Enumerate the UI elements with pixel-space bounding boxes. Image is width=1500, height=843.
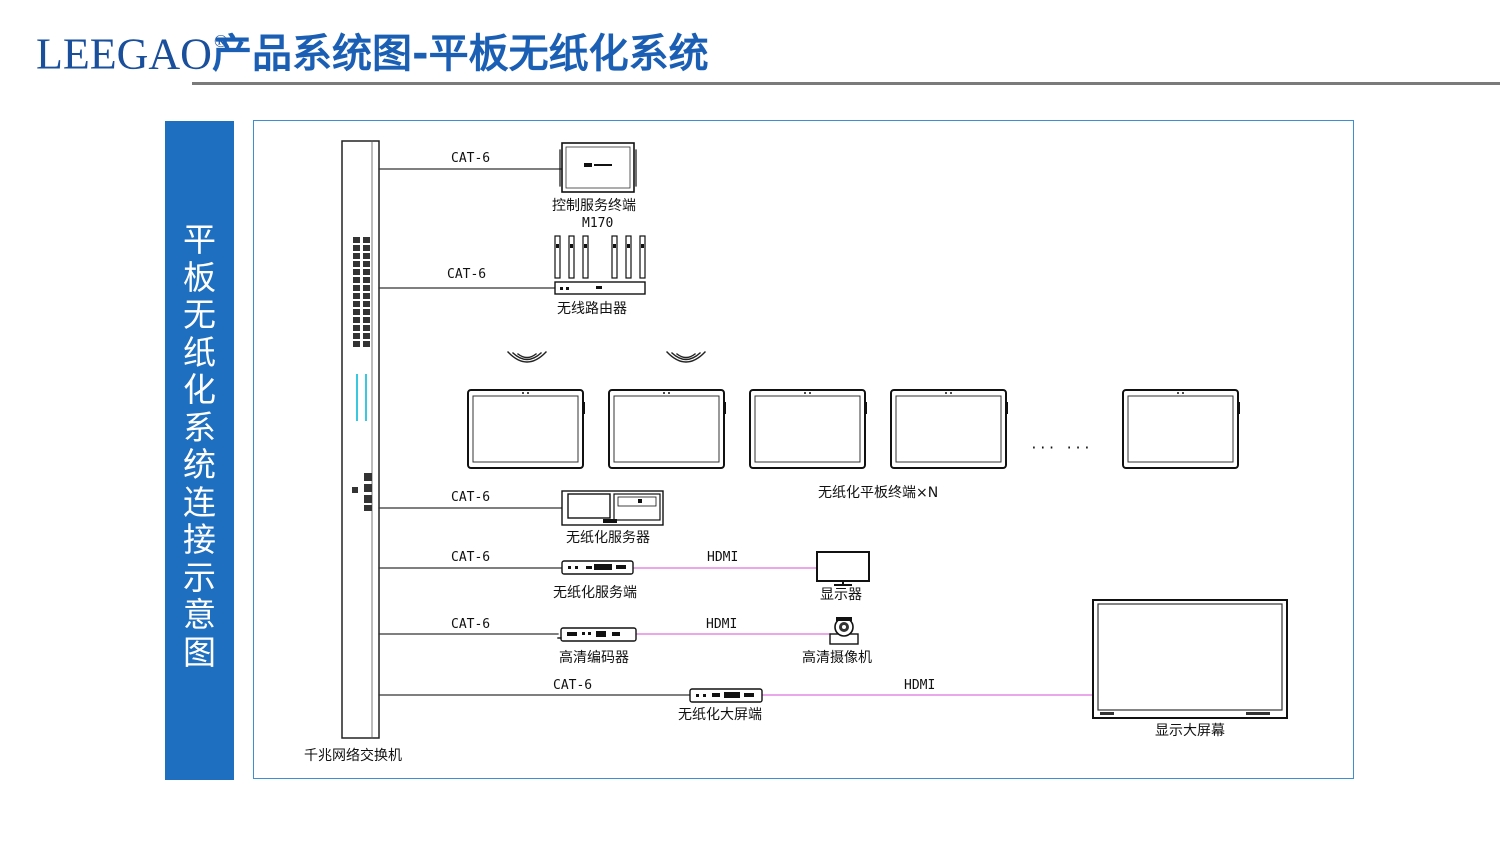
paperless-server-icon: [561, 490, 664, 526]
logo-text: LEEGAO: [36, 29, 212, 79]
camera-label: 高清摄像机: [802, 650, 872, 666]
switch-port: [363, 245, 370, 251]
side-title-char: 纸: [183, 332, 216, 372]
monitor-label: 显示器: [820, 587, 862, 603]
hdmi-label-bigscreen: HDMI: [904, 678, 936, 693]
switch-label: 千兆网络交换机: [304, 748, 402, 764]
side-title-char: 统: [183, 445, 216, 484]
link-label-router: CAT-6: [447, 267, 487, 282]
side-title-char: 化: [183, 370, 216, 409]
link-label-control: CAT-6: [451, 151, 491, 166]
registered-mark: ®: [213, 31, 228, 51]
big-display-label: 显示大屏幕: [1155, 723, 1225, 739]
side-vertical-title: 平板无纸化系统连接示意图: [165, 221, 234, 671]
tablet-icon: [1122, 389, 1240, 469]
switch-port: [363, 341, 370, 347]
hdmi-label-camera: HDMI: [706, 617, 738, 632]
switch-port: [353, 309, 360, 315]
brand-logo: LEEGAO®: [36, 22, 228, 80]
tablet-icon: [890, 389, 1008, 469]
tablet-ellipsis: ··· ···: [1030, 441, 1092, 456]
tablet-icon: [467, 389, 585, 469]
switch-port: [363, 285, 370, 291]
switch-port: [363, 301, 370, 307]
network-switch-icon: [341, 140, 380, 739]
side-title-char: 连: [183, 482, 216, 522]
monitor-icon: [816, 551, 870, 586]
paperless-server-label: 无纸化服务器: [566, 530, 650, 546]
service-end-label: 无纸化服务端: [553, 585, 637, 601]
side-title-char: 无: [183, 295, 216, 334]
switch-port: [363, 237, 370, 243]
side-title-char: 意: [183, 595, 216, 634]
bigscreen-end-box-icon: [689, 688, 763, 703]
switch-port: [363, 317, 370, 323]
bigscreen-end-label: 无纸化大屏端: [678, 707, 762, 723]
link-label-server: CAT-6: [451, 490, 491, 505]
side-title-char: 图: [183, 632, 216, 672]
switch-port: [353, 285, 360, 291]
hd-camera-icon: [829, 617, 859, 645]
switch-port: [353, 325, 360, 331]
control-terminal-label: 控制服务终端: [552, 198, 636, 214]
switch-port: [353, 317, 360, 323]
router-label: 无线路由器: [557, 301, 627, 317]
switch-port: [353, 293, 360, 299]
switch-port: [363, 293, 370, 299]
switch-port: [353, 301, 360, 307]
side-title-char: 接: [183, 520, 216, 559]
switch-port: [363, 253, 370, 259]
service-end-box-icon: [561, 560, 634, 575]
hdmi-links: [632, 567, 1095, 696]
control-terminal-model: M170: [582, 216, 614, 231]
control-terminal-icon: [559, 142, 637, 193]
switch-port: [363, 261, 370, 267]
encoder-label: 高清编码器: [559, 650, 629, 666]
tablet-terminals-label: 无纸化平板终端×N: [818, 485, 939, 501]
switch-port: [353, 237, 360, 243]
tablet-icon: [749, 389, 867, 469]
switch-port: [353, 261, 360, 267]
side-title-char: 示: [183, 557, 216, 597]
hd-encoder-icon: [557, 627, 637, 642]
side-title-char: 系: [183, 407, 216, 447]
switch-port: [353, 341, 360, 347]
switch-port: [353, 269, 360, 275]
title-divider: [192, 82, 1500, 85]
cat6-links: [378, 168, 691, 696]
side-title-char: 平: [183, 220, 216, 259]
switch-port: [353, 245, 360, 251]
switch-port: [353, 277, 360, 283]
tablet-icon: [608, 389, 726, 469]
link-label-bigscreen: CAT-6: [553, 678, 593, 693]
switch-port: [363, 325, 370, 331]
page-title: 产品系统图-平板无纸化系统: [212, 31, 709, 77]
switch-port: [353, 333, 360, 339]
hdmi-label-monitor: HDMI: [707, 550, 739, 565]
switch-port: [363, 277, 370, 283]
big-display-icon: [1092, 599, 1288, 719]
switch-port: [353, 253, 360, 259]
switch-port: [363, 309, 370, 315]
tablet-terminals: [467, 389, 1240, 469]
link-label-service: CAT-6: [451, 550, 491, 565]
switch-port: [363, 269, 370, 275]
side-title-char: 板: [183, 257, 216, 297]
wireless-router-icon: [554, 235, 646, 295]
link-label-encoder: CAT-6: [451, 617, 491, 632]
diagram-frame: [253, 120, 1354, 779]
switch-port: [363, 333, 370, 339]
wifi-signal-icon: [507, 351, 706, 363]
side-title-bar: 平板无纸化系统连接示意图: [165, 121, 234, 780]
